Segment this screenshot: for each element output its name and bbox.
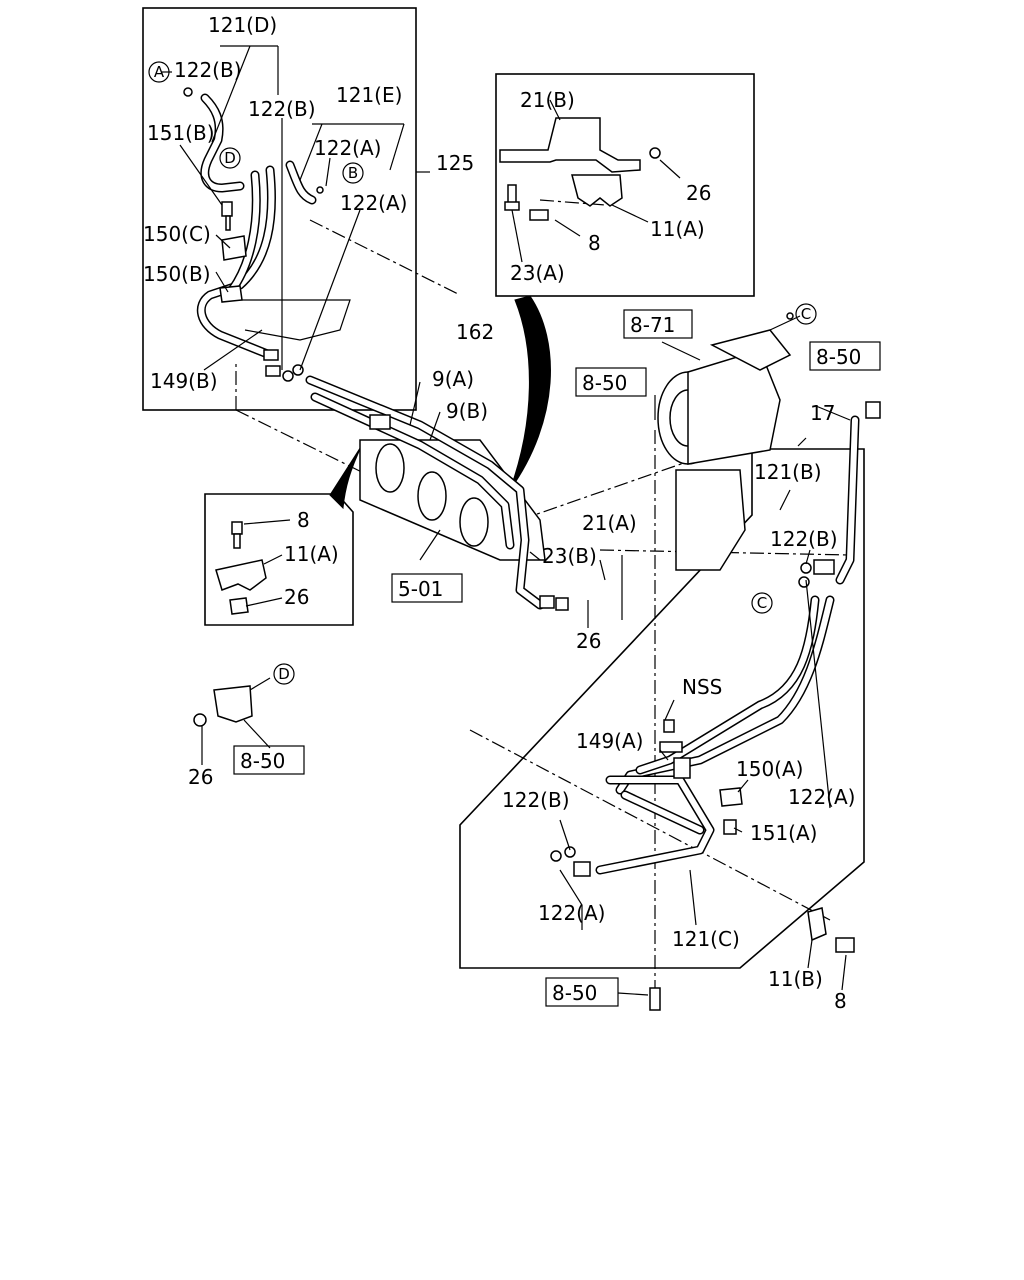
pointer-arrow-top [509,295,551,491]
inset-frame-bracket-detail [204,493,354,626]
label-26-a: 26 [686,181,711,205]
circle-ref-c-top: C [801,305,811,323]
label-11a-b: 11(A) [284,542,339,566]
label-122b-d: 122(B) [502,788,570,812]
leaders-right [419,341,851,996]
label-nss: NSS [682,675,722,699]
inset-frame-right-assembly [459,448,865,969]
label-150c: 150(C) [143,222,211,246]
label-122a-d: 122(A) [538,901,605,925]
ref-8-50-c: 8-50 [240,749,285,773]
label-151a: 151(A) [750,821,817,845]
inset-frame-top-left [142,7,417,411]
label-26-b: 26 [576,629,601,653]
label-149a: 149(A) [576,729,643,753]
label-9a: 9(A) [432,367,474,391]
pointer-arrow-left [329,444,363,510]
inset-top-right-parts [499,99,681,263]
label-11b: 11(B) [768,967,823,991]
circle-ref-d-inset: D [224,149,236,167]
circle-ref-a: A [154,63,165,81]
boxed-references: 8-71 8-50 8-50 5-01 8-50 8-50 [233,309,881,1007]
label-149b: 149(B) [150,369,218,393]
ref-8-50-d: 8-50 [552,981,597,1005]
label-121b: 121(B) [754,460,822,484]
right-assembly-pipes [550,401,881,1011]
label-11a-a: 11(A) [650,217,705,241]
bracket-detail-parts [215,519,291,615]
circle-ref-d: D [278,665,290,683]
inset-top-left-parts [183,87,351,382]
label-150a: 150(A) [736,757,803,781]
circle-references: A B D C C D [148,61,817,685]
label-17: 17 [810,401,835,425]
label-122a-b: 122(A) [340,191,407,215]
label-121c: 121(C) [672,927,740,951]
inset-frame-top-right [495,73,755,297]
part-labels: 121(D) 122(B) 122(B) 121(E) 122(A) 122(A… [143,13,855,1013]
label-122b-b: 122(B) [248,97,316,121]
ref-5-01: 5-01 [398,577,443,601]
ref-8-50-b: 8-50 [816,345,861,369]
leaders-top-left [162,45,430,371]
label-125: 125 [436,151,474,175]
label-21a: 21(A) [582,511,637,535]
label-23b: 23(B) [542,544,597,568]
clamp-d-detail [193,677,271,765]
label-121e: 121(E) [336,83,402,107]
circle-ref-c-mid: C [757,594,767,612]
ref-8-71: 8-71 [630,313,675,337]
label-122b-c: 122(B) [770,527,838,551]
label-8-a: 8 [588,231,601,255]
label-9b: 9(B) [446,399,488,423]
label-121d: 121(D) [208,13,277,37]
ref-8-50-a: 8-50 [582,371,627,395]
compressor [657,312,801,571]
circle-ref-b: B [348,164,358,182]
label-23a: 23(A) [510,261,565,285]
label-151b: 151(B) [147,121,215,145]
label-8-b: 8 [297,508,310,532]
label-21b: 21(B) [520,88,575,112]
label-122a-c: 122(A) [788,785,855,809]
dash-panel-assembly [305,375,569,611]
label-122a-a: 122(A) [314,136,381,160]
label-162: 162 [456,320,494,344]
label-8-c: 8 [834,989,847,1013]
label-26-d: 26 [188,765,213,789]
label-150b: 150(B) [143,262,211,286]
label-26-c: 26 [284,585,309,609]
label-122b-a: 122(B) [174,58,242,82]
